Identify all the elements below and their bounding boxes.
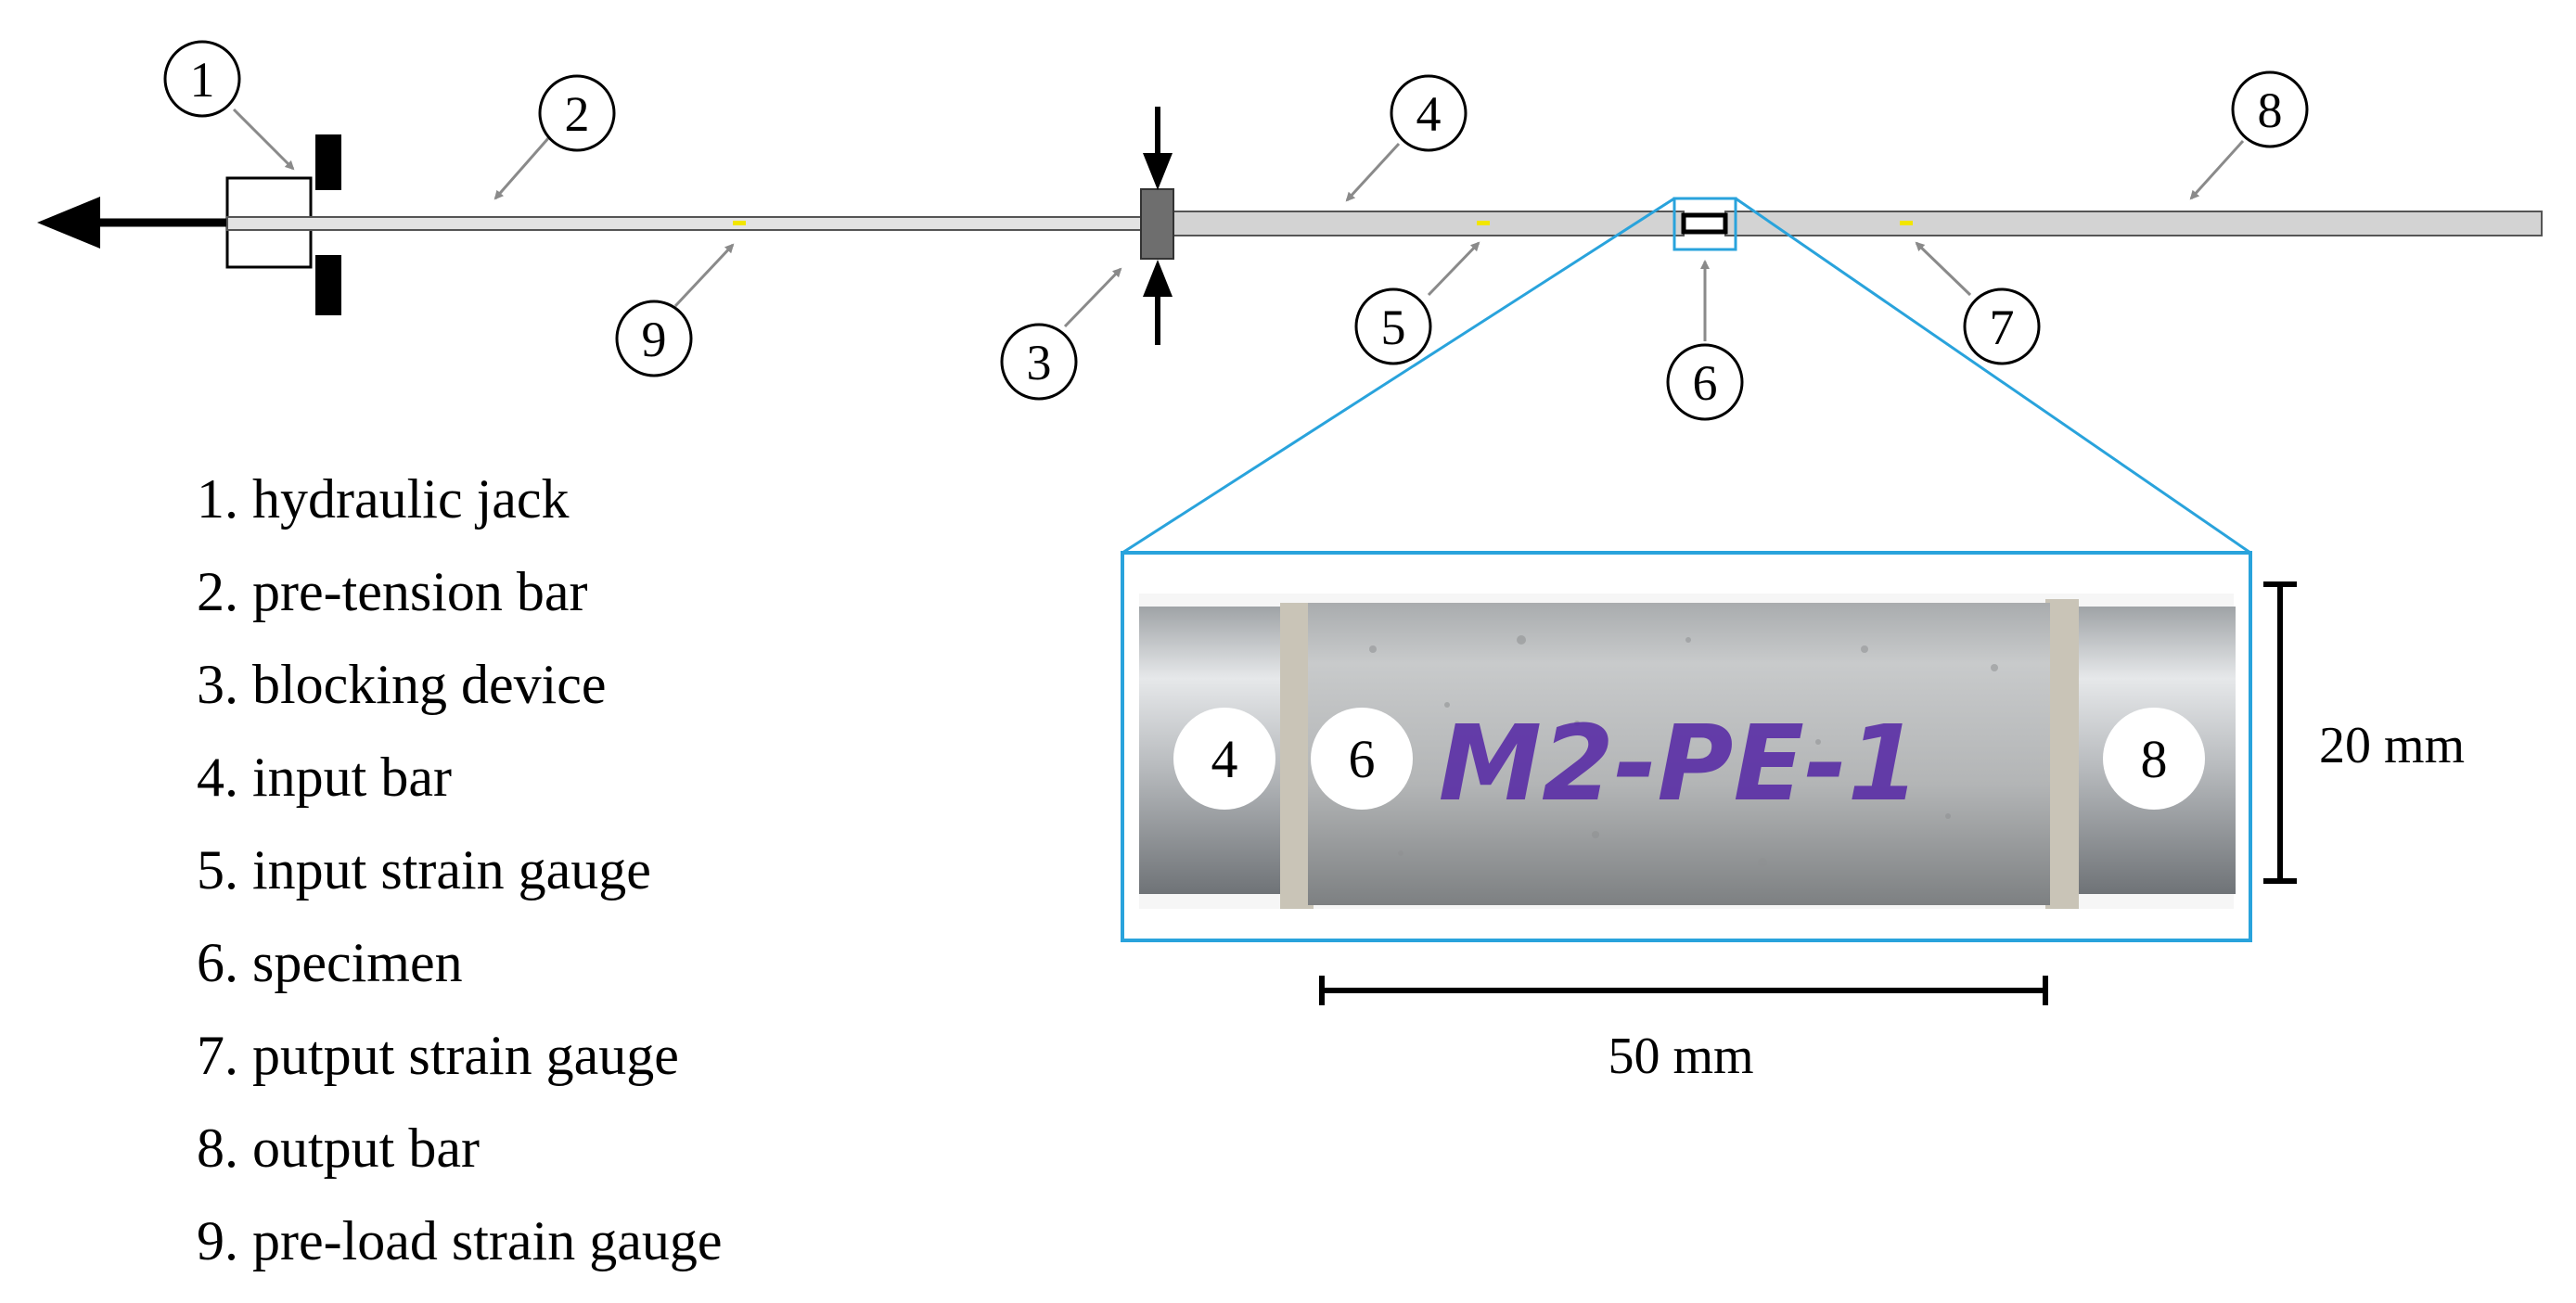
specimen-photo: 4 6 8 M2-PE-1 [1121,551,2252,942]
legend-label: output bar [252,1118,480,1179]
zoom-source-box [1672,197,1737,251]
callout-5-label: 5 [1381,300,1406,355]
legend-item-9: 9. pre-load strain gauge [197,1194,722,1287]
legend-label: input bar [252,747,452,808]
output-strain-gauge [1900,221,1913,225]
blocking-device [1140,188,1174,260]
callout-5 [1354,287,1432,365]
length-dimension-label: 50 mm [1608,1028,1753,1085]
legend-item-1: 1. hydraulic jack [197,453,722,545]
callout-6-label: 6 [1693,355,1718,411]
legend-label: pre-load strain gauge [252,1210,723,1271]
callout-4 [1390,74,1467,152]
callout-2-label: 2 [565,86,590,142]
legend-item-7: 7. putput strain gauge [197,1009,722,1102]
callout-8 [2231,70,2309,148]
photo-marker-4 [1173,708,1275,810]
zoom-line-left [1121,197,1675,555]
specimen-handwritten-label: M2-PE-1 [1439,704,1920,824]
legend-num: 3. [197,654,238,715]
legend-label: pre-tension bar [252,561,588,622]
legend-label: input strain gauge [252,839,651,901]
legend-item-8: 8. output bar [197,1102,722,1194]
component-legend: 1. hydraulic jack 2. pre-tension bar 3. … [197,453,722,1287]
callout-9 [615,300,693,377]
callout-8-label: 8 [2258,83,2283,138]
callout-3-label: 3 [1027,335,1052,390]
legend-num: 9. [197,1210,238,1271]
pre-tension-bar [226,216,1142,231]
legend-num: 6. [197,932,238,993]
photo-marker-6 [1311,708,1413,810]
callout-9-label: 9 [642,312,667,367]
legend-num: 1. [197,468,238,530]
specimen [1681,212,1728,235]
legend-num: 7. [197,1025,238,1086]
photo-marker-4-label: 4 [1211,729,1238,789]
legend-num: 8. [197,1118,238,1179]
hydraulic-jack-plate-bottom [315,255,341,315]
legend-label: putput strain gauge [252,1025,679,1086]
pre-load-strain-gauge [733,221,746,225]
legend-num: 2. [197,561,238,622]
legend-label: specimen [252,932,463,993]
photo-marker-8-label: 8 [2141,729,2168,789]
callout-4-label: 4 [1416,86,1442,142]
photo-specimen [1308,603,2050,905]
output-bar [1724,211,2543,236]
callout-7-label: 7 [1990,300,2015,355]
legend-item-3: 3. blocking device [197,638,722,731]
callout-3 [1000,323,1078,401]
clamp-arrow-top [1143,107,1173,190]
legend-label: hydraulic jack [252,468,570,530]
height-dimension [2263,581,2297,884]
legend-num: 5. [197,839,238,901]
input-strain-gauge [1477,221,1490,225]
callout-1 [163,40,241,118]
photo-marker-6-label: 6 [1349,729,1376,789]
clamp-arrow-bottom [1143,260,1173,345]
legend-item-4: 4. input bar [197,731,722,824]
photo-marker-8 [2103,708,2205,810]
callout-1-label: 1 [190,52,215,108]
callout-2 [538,74,616,152]
legend-item-6: 6. specimen [197,916,722,1009]
legend-item-5: 5. input strain gauge [197,824,722,916]
callout-6 [1666,343,1744,421]
legend-item-2: 2. pre-tension bar [197,545,722,638]
legend-label: blocking device [252,654,607,715]
length-dimension [1319,976,2048,1005]
callout-7 [1963,287,2041,365]
hydraulic-jack-plate-top [315,134,341,190]
zoom-line-right [1735,197,2251,555]
input-bar [1173,211,1685,236]
pull-arrow [37,197,227,249]
legend-num: 4. [197,747,238,808]
height-dimension-label: 20 mm [2319,717,2465,774]
